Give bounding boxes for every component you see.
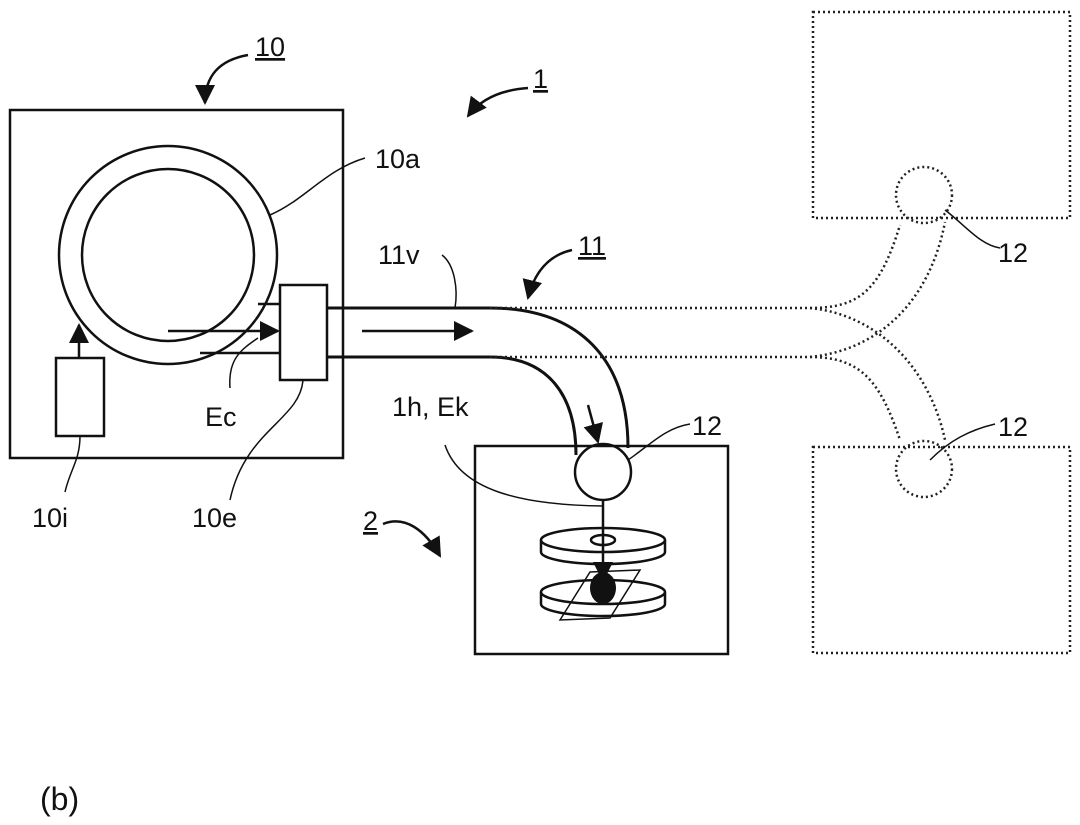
label-system: 1 xyxy=(533,64,548,94)
injector-box xyxy=(54,356,106,438)
treatment-room-box xyxy=(473,444,730,656)
remote-room-lower xyxy=(811,445,1072,655)
nozzle-lower xyxy=(894,439,954,499)
leader-12-main xyxy=(627,423,691,461)
panel-label: (b) xyxy=(40,781,79,817)
dotted-cross-down xyxy=(809,306,947,441)
label-transport: 11 xyxy=(578,231,606,261)
leader-10i xyxy=(64,435,81,493)
arrow-11 xyxy=(522,248,573,300)
leader-10e xyxy=(229,379,304,501)
label-transport-vac: 11v xyxy=(378,240,420,270)
label-ring: 10a xyxy=(375,144,421,174)
arrow-10 xyxy=(195,53,249,105)
transport-upper-wall xyxy=(327,306,630,449)
arrow-2 xyxy=(382,520,442,558)
ring-inner xyxy=(80,167,256,343)
ring-marker xyxy=(589,533,617,547)
upper-disc-side xyxy=(539,540,667,566)
arrow-1 xyxy=(466,86,529,118)
dotted-upper-wall xyxy=(490,224,902,310)
ring-outer xyxy=(57,144,279,366)
dotted-cross-up xyxy=(809,221,947,359)
label-nozzle-main: 12 xyxy=(692,411,722,441)
label-beam-out: 1h, Ek xyxy=(392,392,469,422)
remote-room-upper xyxy=(811,10,1072,220)
leader-11v xyxy=(441,254,457,309)
label-beam-ec: Ec xyxy=(205,402,237,432)
leader-12-upper xyxy=(944,209,1001,249)
label-nozzle-upper: 12 xyxy=(998,238,1028,268)
label-extractor: 10e xyxy=(192,503,237,533)
accelerator-box xyxy=(8,108,345,460)
leader-ec xyxy=(229,337,259,389)
target-plate xyxy=(558,569,642,621)
label-accelerator: 10 xyxy=(255,32,285,62)
transport-lower-wall xyxy=(327,355,578,456)
extractor-box xyxy=(278,283,329,382)
leader-1h xyxy=(444,444,604,507)
leader-10a xyxy=(269,157,366,216)
lower-disc-side xyxy=(539,592,667,618)
down-beam-arrow xyxy=(583,404,603,444)
target-blob xyxy=(590,572,616,604)
label-nozzle-lower: 12 xyxy=(998,412,1028,442)
nozzle-main xyxy=(573,442,633,502)
leader-12-lower xyxy=(929,423,996,461)
label-treatment: 2 xyxy=(363,506,378,536)
label-injector: 10i xyxy=(32,503,68,533)
nozzle-upper xyxy=(894,165,954,225)
